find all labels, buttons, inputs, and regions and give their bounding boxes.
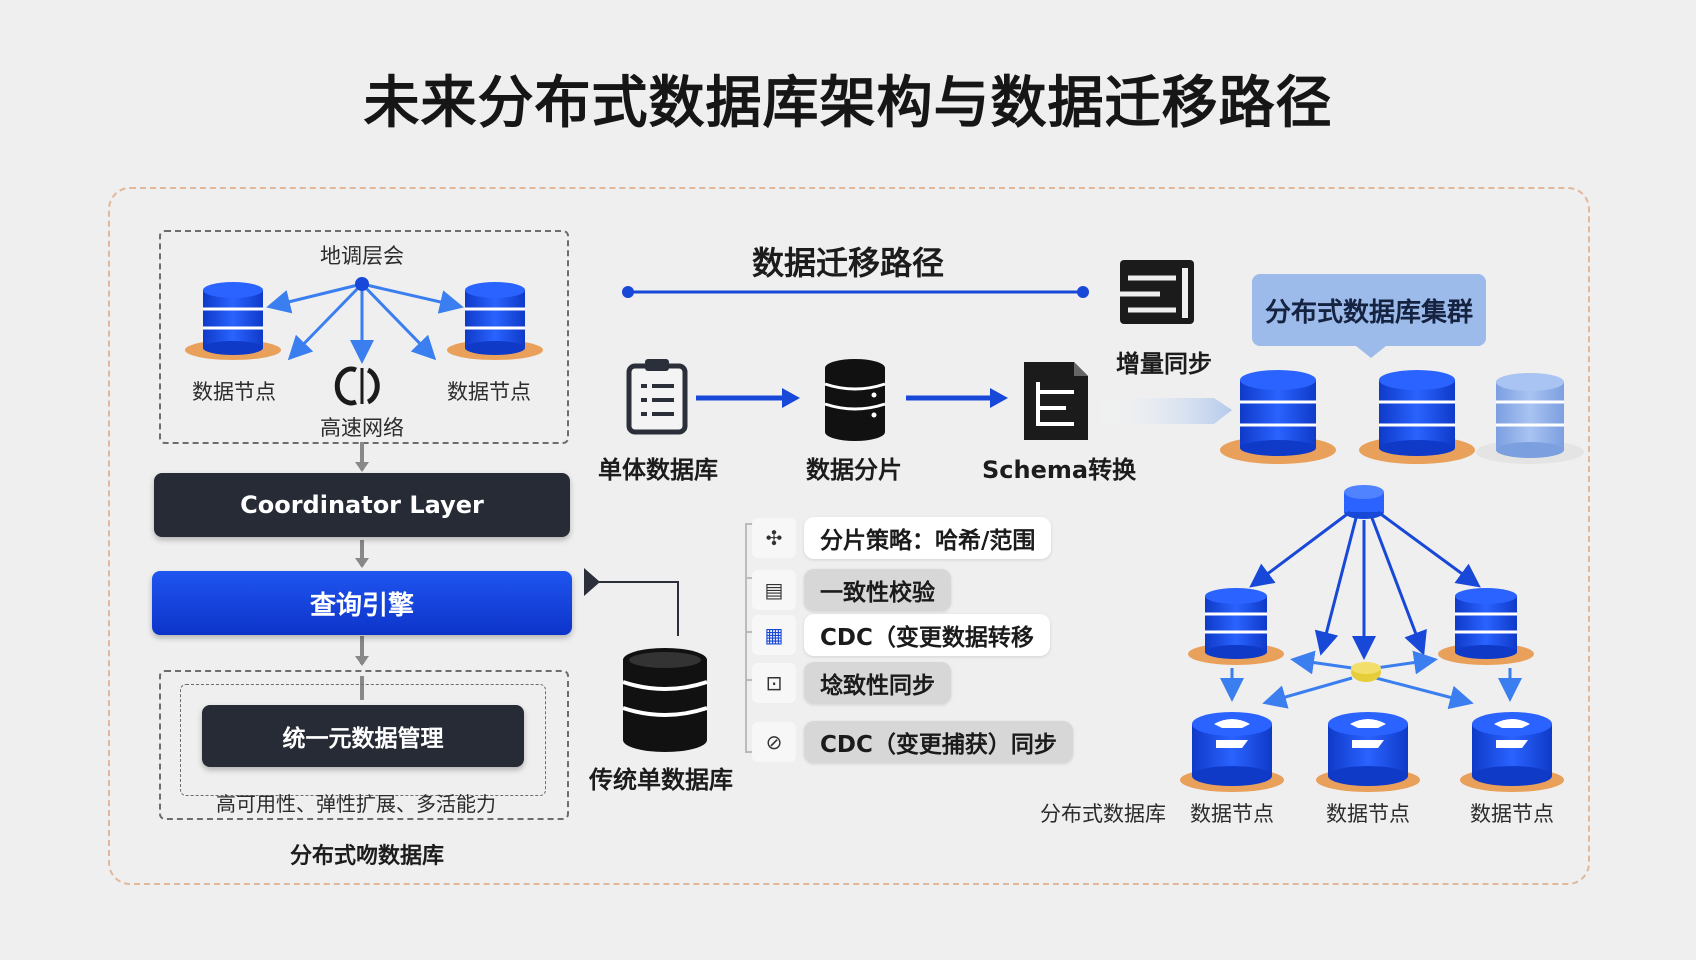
step-sharding-label: 数据分片 (806, 456, 902, 484)
sync-box-icon: ⊡ (752, 663, 796, 703)
cluster-badge: 分布式数据库集群 (1252, 274, 1486, 346)
legacy-to-engine-connector (584, 568, 679, 636)
cluster-db-2 (1359, 370, 1475, 464)
cluster-db-3-faded (1476, 373, 1584, 464)
step-monolith-label: 单体数据库 (598, 456, 718, 484)
strategy-item-sharding: 分片策略：哈希/范围 (804, 517, 1052, 559)
step-arrow-1 (696, 388, 800, 408)
data-node-label-1: 数据节点 (1190, 802, 1274, 826)
data-node-db-2 (1316, 712, 1420, 792)
strategy-item-consistency: 一致性校验 (804, 569, 951, 611)
diagram-frame (108, 187, 1590, 885)
page-title: 未来分布式数据库架构与数据迁移路径 (363, 71, 1333, 136)
legacy-db-label: 传统单数据库 (589, 766, 733, 794)
migration-timeline (622, 286, 1089, 298)
data-node-db-1 (1180, 712, 1284, 792)
cluster-mid-db-right (1438, 588, 1534, 665)
incremental-sync-icon (1120, 260, 1194, 324)
cluster-badge-pointer (1356, 346, 1386, 358)
strategy-item-sync: 埝致性同步 (804, 662, 951, 704)
cluster-hub-node (1344, 485, 1384, 519)
strategy-item-cdc-transfer: CDC（变更数据转移 (804, 614, 1050, 656)
node-left-db-icon (185, 282, 281, 360)
unified-metadata: 统一元数据管理 (202, 705, 524, 767)
monolith-clipboard-icon (626, 359, 688, 435)
incremental-sync-label: 增量同步 (1116, 350, 1212, 378)
step-schema-label: Schema转换 (982, 456, 1137, 484)
metadata-outer-box (159, 670, 569, 820)
grid-icon: ▤ (752, 570, 796, 610)
query-engine: 查询引擎 (152, 571, 572, 635)
network-label: 高速网络 (320, 416, 404, 440)
node-left-label: 数据节点 (192, 380, 276, 404)
features-label: 高可用性、弹性扩展、多活能力 (216, 792, 496, 816)
node-right-db-icon (447, 282, 543, 360)
step-arrow-2 (906, 388, 1008, 408)
blue-grid-icon: ▦ (752, 615, 796, 655)
cluster-mid-db-left (1188, 588, 1284, 665)
mesh-core-icon (1351, 662, 1381, 682)
metadata-inner-box (180, 684, 546, 796)
flow-to-cluster (1094, 398, 1232, 424)
node-right-label: 数据节点 (447, 380, 531, 404)
right-bottom-caption: 分布式数据库 (1040, 802, 1166, 826)
capture-icon: ⊘ (752, 722, 796, 762)
schema-document-icon (1024, 362, 1088, 440)
left-column-connectors (355, 442, 369, 700)
data-node-label-3: 数据节点 (1470, 802, 1554, 826)
cluster-db-1 (1220, 370, 1336, 464)
strategy-item-cdc-capture: CDC（变更捕获）同步 (804, 721, 1073, 763)
shard-db-icon (824, 359, 886, 441)
cluster-spokes (1249, 510, 1481, 660)
data-node-db-3 (1460, 712, 1564, 792)
coordinator-layer: Coordinator Layer (154, 473, 570, 537)
cluster-mesh-center (1220, 650, 1522, 710)
coordination-hub (266, 277, 464, 364)
migration-path-title: 数据迁移路径 (752, 244, 945, 282)
network-icon (334, 366, 380, 406)
left-caption: 分布式吻数据库 (290, 844, 445, 869)
top-box-label: 地调层会 (320, 244, 404, 268)
legacy-db-icon (622, 648, 708, 752)
data-node-label-2: 数据节点 (1326, 802, 1410, 826)
scatter-icon: ✣ (752, 518, 796, 558)
